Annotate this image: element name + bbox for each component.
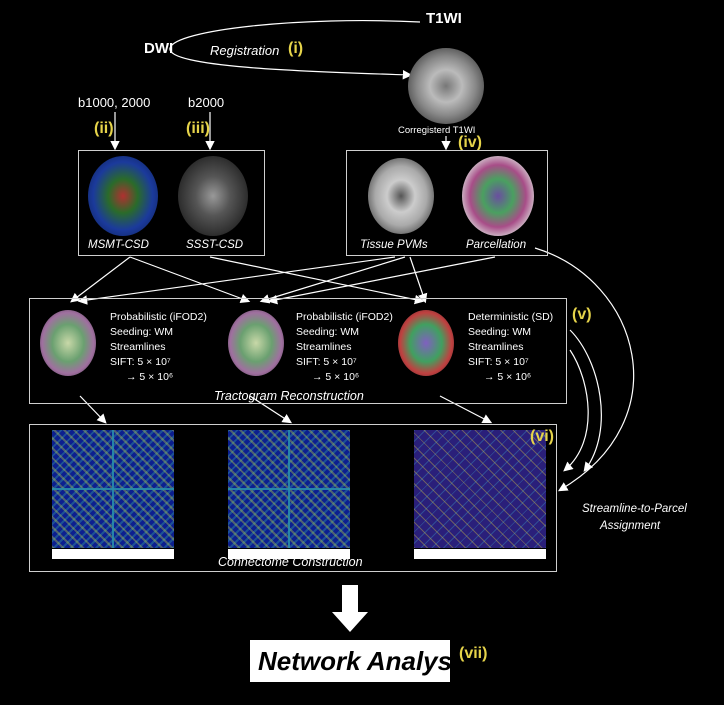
tract1-to-matrix1-arrow <box>79 395 107 424</box>
step-v-label: (v) <box>572 306 592 323</box>
tissue-to-prob1-arrow <box>77 256 396 305</box>
method-det-stream: Streamlines <box>468 341 524 353</box>
step-vii-label: (vii) <box>459 645 488 662</box>
b1000-label: b1000, 2000 <box>78 95 151 110</box>
connectome-box <box>29 424 557 572</box>
method-prob2-seed: Seeding: WM <box>296 326 360 338</box>
method-prob1: Probabilistic (iFOD2) Seeding: WM Stream… <box>110 310 207 385</box>
tract-side-curve-2 <box>569 329 602 472</box>
network-analysis-box <box>250 640 450 682</box>
step-iv-label: (iv) <box>458 134 482 151</box>
registration-label: Registration <box>210 43 280 58</box>
tract-side-curve-1 <box>563 349 589 472</box>
t1wi-brain-image <box>408 48 484 124</box>
t1wi-label: T1WI <box>426 10 462 27</box>
method-det: Deterministic (SD) Seeding: WM Streamlin… <box>468 310 553 385</box>
parcellation-brain-image <box>462 156 534 236</box>
connectome-matrix-3 <box>414 430 546 548</box>
method-det-type: Deterministic (SD) <box>468 311 554 323</box>
method-det-seed: Seeding: WM <box>468 326 532 338</box>
coregistered-label: Corregisterd T1WI <box>398 125 476 136</box>
parcellation-label: Parcellation <box>466 239 527 251</box>
method-det-sift: SIFT: 5 × 10⁷ <box>468 356 529 368</box>
step-vi-label: (vi) <box>530 428 554 445</box>
tractogram-title: Tractogram Reconstruction <box>214 389 364 403</box>
assignment-label-line1: Streamline-to-Parcel <box>582 503 687 515</box>
method-prob1-seed: Seeding: WM <box>110 326 174 338</box>
msmt-to-prob2-arrow <box>129 256 251 303</box>
msmt-csd-label: MSMT-CSD <box>88 239 149 251</box>
method-prob2-stream: Streamlines <box>296 341 352 353</box>
step-iii-label: (iii) <box>186 120 210 137</box>
tissue-box <box>346 150 548 256</box>
tract2-to-matrix2-arrow <box>249 395 293 424</box>
method-prob1-sift: SIFT: 5 × 10⁷ <box>110 356 171 368</box>
msmt-to-prob1-arrow <box>70 256 131 303</box>
method-prob2: Probabilistic (iFOD2) Seeding: WM Stream… <box>296 310 393 385</box>
tractogram-box <box>29 298 567 404</box>
big-down-arrow <box>332 585 368 632</box>
network-analysis-title: Network Analysis <box>258 646 474 676</box>
method-prob2-to: → 5 × 10⁶ <box>312 371 360 383</box>
connectome-matrix-1 <box>52 430 174 548</box>
parc-to-prob2-arrow <box>267 256 496 305</box>
matrix-1-xaxis <box>52 549 174 559</box>
step-ii-label: (ii) <box>94 120 114 137</box>
method-prob1-type: Probabilistic (iFOD2) <box>110 311 207 323</box>
method-prob2-sift: SIFT: 5 × 10⁷ <box>296 356 357 368</box>
tissue-pvms-label: Tissue PVMs <box>360 239 428 251</box>
tract-prob1-image <box>40 310 96 376</box>
tract3-to-matrix3-arrow <box>439 395 493 424</box>
ssst-csd-label: SSST-CSD <box>186 239 244 251</box>
matrix-3-xaxis <box>414 549 546 559</box>
parcellation-curve-arrow <box>534 247 635 492</box>
method-det-to: → 5 × 10⁶ <box>484 371 532 383</box>
tissue-to-prob2-arrow <box>259 256 406 304</box>
msmt-brain-image <box>88 156 158 236</box>
registration-loop-arrow <box>169 20 421 80</box>
matrix-2-xaxis <box>228 549 350 559</box>
tissue-to-det-arrow <box>409 256 428 304</box>
sst-to-prob2-arrow <box>209 256 425 305</box>
method-prob1-stream: Streamlines <box>110 341 166 353</box>
connectome-matrix-2 <box>228 430 350 548</box>
dwi-label: DWI <box>144 40 174 57</box>
step-i-label: (i) <box>288 40 304 57</box>
tissue-pvm-brain-image <box>368 158 434 234</box>
tract-det-image <box>398 310 454 376</box>
assignment-label-line2: Assignment <box>600 520 661 532</box>
method-prob1-to: → 5 × 10⁶ <box>126 371 174 383</box>
connectome-title: Connectome Construction <box>218 555 363 569</box>
b2000-label: b2000 <box>188 95 225 110</box>
csd-box <box>78 150 265 256</box>
method-prob2-type: Probabilistic (iFOD2) <box>296 311 393 323</box>
tract-prob2-image <box>228 310 284 376</box>
ssst-brain-image <box>178 156 248 236</box>
